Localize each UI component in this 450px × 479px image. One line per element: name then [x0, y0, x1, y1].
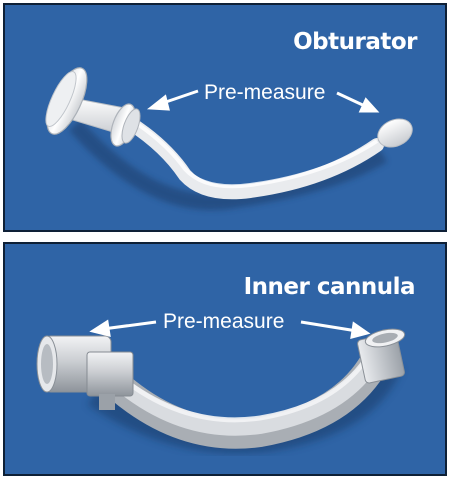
pre-measure-arrows-bottom	[89, 319, 371, 340]
cannula-end	[357, 328, 406, 384]
pre-measure-label: Pre-measure	[204, 81, 326, 104]
inner-cannula-panel: Inner cannula Pre-measure	[3, 242, 447, 476]
obturator-stem	[120, 114, 384, 200]
pre-measure-label: Pre-measure	[163, 310, 285, 333]
pre-measure-arrows-top	[146, 89, 380, 113]
obturator-illustration	[45, 67, 413, 211]
inner-cannula-illustration	[36, 319, 406, 454]
obturator-panel: Obturator Pre-measure	[3, 3, 447, 232]
obturator-tip	[377, 118, 413, 148]
cannula-connector	[36, 335, 134, 410]
panel-title: Inner cannula	[243, 274, 416, 300]
panel-title: Obturator	[293, 29, 417, 55]
